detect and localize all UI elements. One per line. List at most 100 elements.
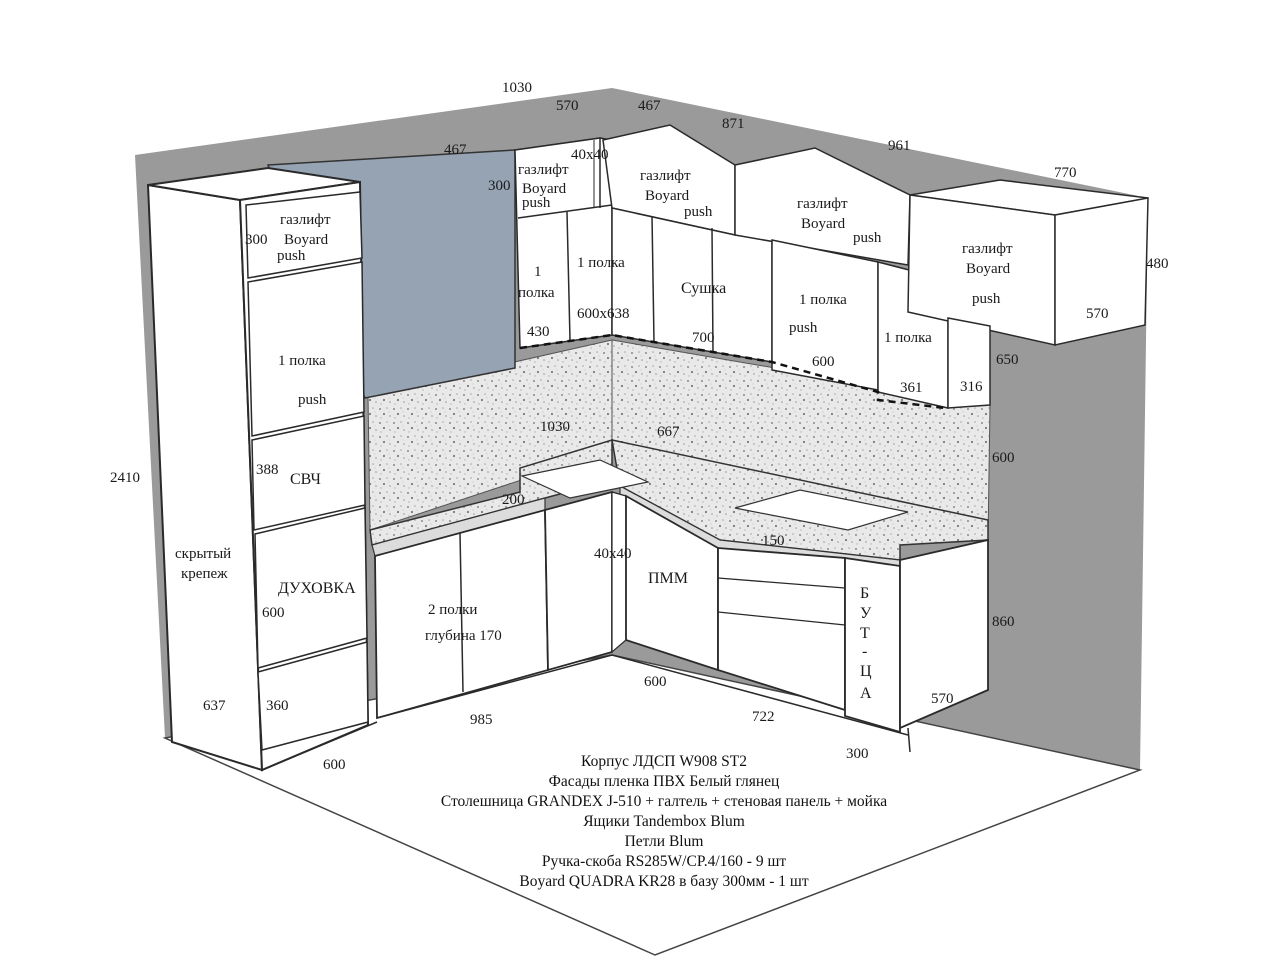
label-push-tall: push <box>277 248 306 264</box>
spec-line: Фасады пленка ПВХ Белый глянец <box>548 773 780 790</box>
label-shelf-tall: 1 полка <box>278 353 326 369</box>
upper-end-cabinet <box>947 317 991 409</box>
dim-top-871: 871 <box>722 116 745 132</box>
dim-650: 650 <box>996 352 1019 368</box>
hob <box>734 489 909 531</box>
dim-top-570: 570 <box>556 98 579 114</box>
label-push-tall-2: push <box>298 392 327 408</box>
spec-line: Столешница GRANDEX J-510 + галтель + сте… <box>440 793 888 810</box>
end-panel-right <box>899 538 989 730</box>
label-boyard-3: Boyard <box>801 216 846 232</box>
label-bottle-3: Т <box>860 625 870 642</box>
label-push-2: push <box>684 204 713 220</box>
plinth-line-3 <box>907 727 911 753</box>
dim-h-2410: 2410 <box>110 470 140 486</box>
upper-split-1 <box>517 204 613 219</box>
label-bottle-1: Б <box>860 585 869 602</box>
label-dryer: Сушка <box>681 280 726 297</box>
cabinet-labels: газлифт Boyard push 1 полка push СВЧ ДУХ… <box>175 162 1013 702</box>
spec-line: Boyard QUADRA KR28 в базу 300мм - 1 шт <box>519 873 809 890</box>
label-hidden-2: крепеж <box>181 566 228 582</box>
dim-40x40-low: 40x40 <box>594 546 632 562</box>
bottle-cabinet <box>844 556 901 734</box>
dimension-labels: 1030 570 467 871 961 770 467 300 300 241… <box>110 80 1169 773</box>
dim-top-467-left: 467 <box>444 142 467 158</box>
dim-h-637: 637 <box>203 698 226 714</box>
dim-860: 860 <box>992 614 1015 630</box>
label-shelf-corner: 1 полка <box>577 255 625 271</box>
label-gaslift-1: газлифт <box>518 162 569 178</box>
label-microwave: СВЧ <box>290 471 321 488</box>
dim-700: 700 <box>692 330 715 346</box>
dim-top-467-right: 467 <box>638 98 661 114</box>
microwave-niche <box>251 415 366 531</box>
drawer-split-1 <box>717 577 846 589</box>
lower-corner-filler <box>611 491 627 654</box>
label-two-shelves: 2 полки <box>428 602 477 618</box>
upper-underside-dashed <box>519 333 946 410</box>
dim-w-985: 985 <box>470 712 493 728</box>
dim-600x638: 600x638 <box>577 306 630 322</box>
label-bottle-4: - <box>862 643 867 660</box>
label-shelf-a: 1 <box>534 264 542 280</box>
dim-40x40-top: 40x40 <box>571 147 609 163</box>
dim-600-pmm: 600 <box>644 674 667 690</box>
dim-w-722: 722 <box>752 709 775 725</box>
dim-top-total: 1030 <box>502 80 532 96</box>
label-gaslift-2: газлифт <box>640 168 691 184</box>
label-boyard-2: Boyard <box>645 188 690 204</box>
dim-150: 150 <box>762 533 785 549</box>
dim-h-360: 360 <box>266 698 289 714</box>
lower-left-split <box>459 532 464 693</box>
spec-block: Корпус ЛДСП W908 ST2 Фасады пленка ПВХ Б… <box>330 752 998 892</box>
label-push-3: push <box>853 230 882 246</box>
dim-d-600-floor: 600 <box>323 757 346 773</box>
dim-bs-1030: 1030 <box>540 419 570 435</box>
label-shelf-b: полка <box>518 285 555 301</box>
label-gaslift-4: газлифт <box>962 241 1013 257</box>
tall-drawer <box>257 641 369 751</box>
spec-line: Петли Blum <box>624 833 704 850</box>
label-shelf-2: 1 полка <box>799 292 847 308</box>
label-depth-170: глубина 170 <box>425 628 502 644</box>
dim-570-top: 570 <box>1086 306 1109 322</box>
dim-300: 300 <box>846 746 869 762</box>
upper-split-5 <box>651 215 655 343</box>
dim-bs-667: 667 <box>657 424 680 440</box>
dim-361: 361 <box>900 380 923 396</box>
label-push-5: push <box>972 291 1001 307</box>
lower-corner-front <box>544 490 613 672</box>
dim-600-wall: 600 <box>812 354 835 370</box>
upper-gaslift-3-side <box>1054 197 1149 346</box>
dim-top-961: 961 <box>888 138 911 154</box>
dim-top-770: 770 <box>1054 165 1077 181</box>
dim-570-low: 570 <box>931 691 954 707</box>
tall-door-top <box>245 191 363 279</box>
label-boyard-4: Boyard <box>966 261 1011 277</box>
label-push-4: push <box>789 320 818 336</box>
label-push-1: push <box>522 195 551 211</box>
upper-split-6 <box>711 227 714 353</box>
label-oven: ДУХОВКА <box>278 580 356 597</box>
dim-430: 430 <box>527 324 550 340</box>
spec-line: Ручка-скоба RS285W/CP.4/160 - 9 шт <box>541 853 787 870</box>
dim-h-600-oven: 600 <box>262 605 285 621</box>
label-boyard-1: Boyard <box>522 181 567 197</box>
label-bottle-5: Ц <box>860 663 872 680</box>
label-gaslift-3: газлифт <box>797 196 848 212</box>
spec-line: Корпус ЛДСП W908 ST2 <box>581 753 747 770</box>
label-hidden-1: скрытый <box>175 546 231 562</box>
label-bottle-2: У <box>860 605 872 622</box>
label-dishwasher: ПММ <box>648 570 688 587</box>
plinth-line-4 <box>261 721 378 771</box>
plinth-line-2 <box>611 654 909 736</box>
oven-niche <box>254 507 368 669</box>
dim-200: 200 <box>502 492 525 508</box>
drawer-split-2 <box>717 611 846 626</box>
label-bottle-6: А <box>860 685 872 702</box>
dim-bs-600: 600 <box>992 450 1015 466</box>
dim-h-300-mid: 300 <box>488 178 511 194</box>
label-gaslift-tall: газлифт <box>280 212 331 228</box>
spec-line: Ящики Tandembox Blum <box>583 813 745 830</box>
